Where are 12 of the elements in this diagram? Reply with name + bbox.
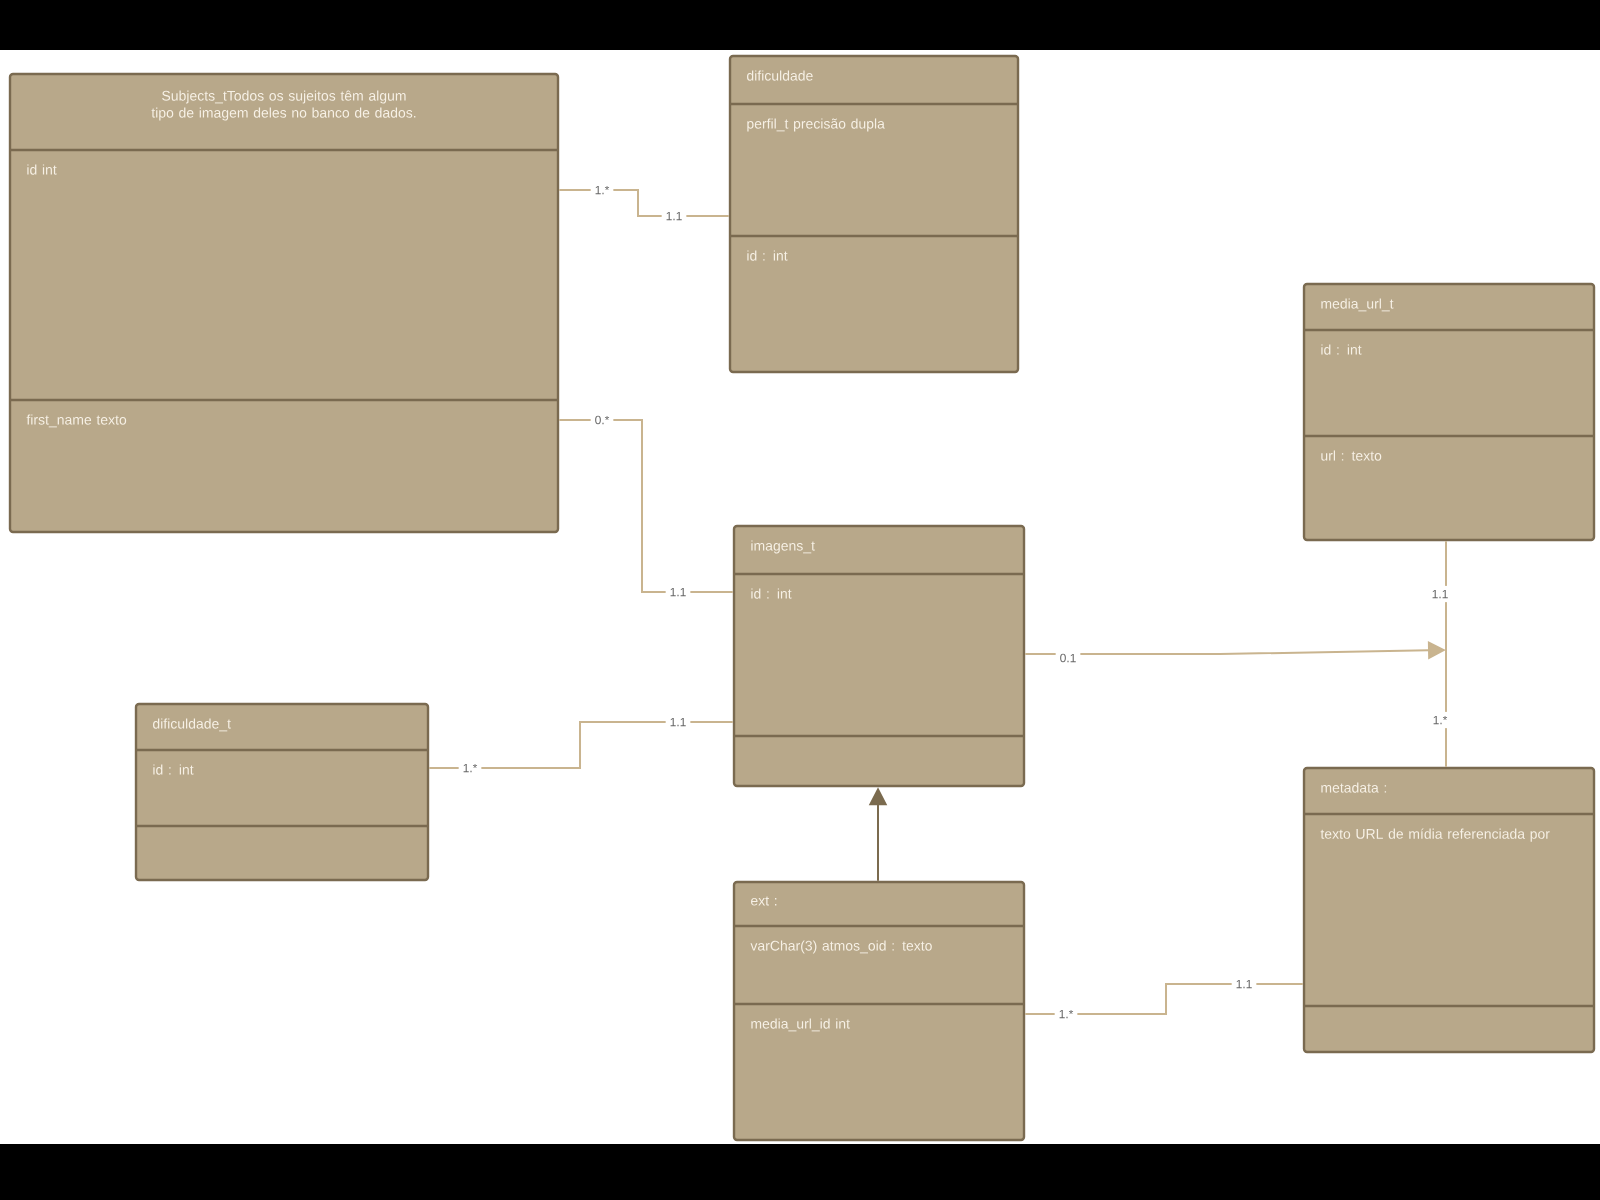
connector: [428, 721, 734, 769]
connector: [558, 189, 730, 217]
connector: [1445, 540, 1447, 768]
connector: [1024, 983, 1304, 1015]
class-box: [134, 702, 430, 882]
class-box: [1302, 282, 1596, 542]
class-box: [732, 880, 1026, 1142]
connector: [558, 419, 734, 593]
class-box: [1302, 766, 1596, 1054]
class-box: [732, 524, 1026, 788]
class-box: [8, 72, 560, 534]
class-box: [728, 54, 1020, 374]
